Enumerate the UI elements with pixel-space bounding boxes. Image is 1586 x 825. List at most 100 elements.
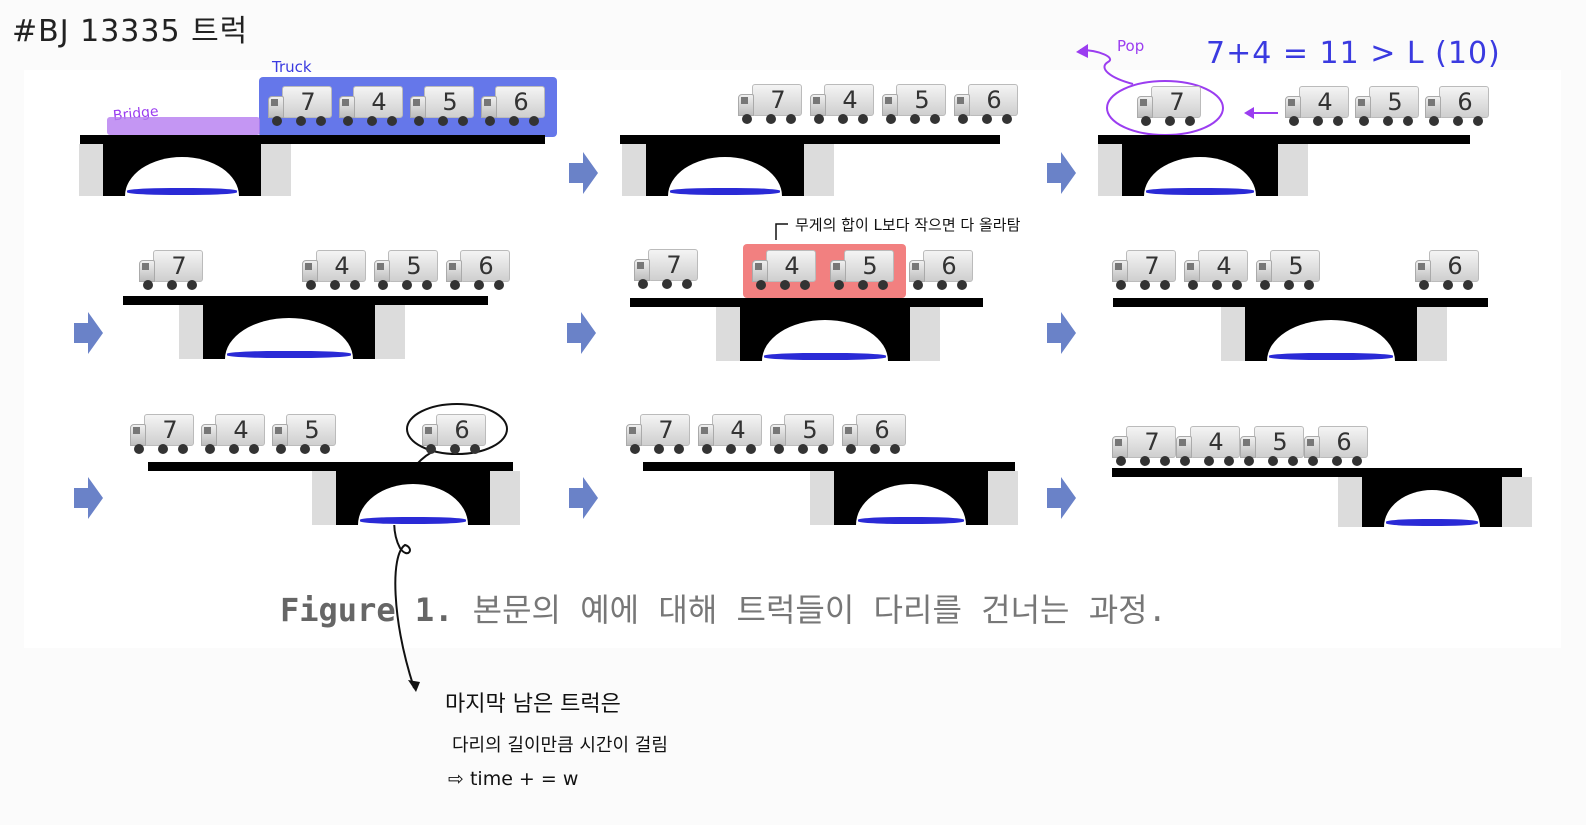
truck-body	[648, 249, 698, 281]
truck: 7	[736, 84, 804, 128]
truck: 7	[1110, 426, 1178, 470]
flow-arrow	[567, 475, 599, 521]
truck-wheel	[774, 444, 784, 454]
truck-wheel	[870, 444, 880, 454]
bridge-pier	[179, 305, 203, 359]
truck-wheel	[982, 114, 992, 124]
truck-window	[275, 427, 282, 434]
truck: 4	[1182, 250, 1250, 294]
truck: 6	[907, 250, 975, 294]
truck-window	[484, 99, 491, 106]
truck-wheel	[702, 444, 712, 454]
bridge-pier	[622, 144, 646, 196]
figure-caption: Figure 1. 본문의 예에 대해 트럭들이 다리를 건너는 과정.	[280, 585, 1167, 631]
truck-wheel	[330, 280, 340, 290]
truck-window	[637, 262, 644, 269]
formula-label: 7+4 = 11 > L (10)	[1206, 36, 1501, 71]
truck-weight: 5	[442, 88, 458, 116]
truck-wheel	[913, 280, 923, 290]
truck-wheel	[630, 444, 640, 454]
truck-wheel	[296, 116, 306, 126]
truck-wheel	[814, 114, 824, 124]
truck-body	[436, 414, 486, 446]
truck-wheel	[937, 280, 947, 290]
truck-wheel	[1204, 456, 1214, 466]
truck-weight: 5	[406, 252, 422, 280]
truck-wheel	[1429, 116, 1439, 126]
truck-wheel	[756, 280, 766, 290]
truck-wheel	[378, 280, 388, 290]
truck-wheel	[890, 444, 900, 454]
bridge-pier	[1278, 144, 1308, 196]
truck-wheel	[818, 444, 828, 454]
bridge-highlight	[107, 117, 260, 135]
truck-weight: 6	[478, 252, 494, 280]
truck-weight: 6	[513, 88, 529, 116]
bridge-pier	[988, 471, 1018, 525]
truck-wheel	[485, 116, 495, 126]
truck-wheel	[1244, 456, 1254, 466]
flow-arrow-shape	[569, 477, 598, 519]
truck-window	[833, 263, 840, 270]
truck-wheel	[1212, 280, 1222, 290]
truck-wheel	[1160, 456, 1170, 466]
last-truck-note-3: ⇨ time + = w	[448, 768, 579, 790]
truck-body	[784, 414, 834, 446]
truck: 4	[1174, 426, 1242, 470]
truck-wheel	[474, 280, 484, 290]
flow-arrow-shape	[1047, 152, 1076, 194]
truck-wheel	[654, 444, 664, 454]
bridge-deck	[123, 296, 488, 305]
truck: 5	[1254, 250, 1322, 294]
truck: 4	[696, 414, 764, 458]
truck-weight: 4	[371, 88, 387, 116]
truck-weight: 4	[784, 252, 800, 280]
water	[764, 353, 886, 360]
truck-window	[1288, 99, 1295, 106]
sum-note: 무게의 합이 L보다 작으면 다 올라탐	[795, 216, 1021, 234]
truck-wheel	[1188, 280, 1198, 290]
flow-arrow-shape	[567, 312, 596, 354]
truck-window	[342, 99, 349, 106]
truck: 6	[952, 84, 1020, 128]
truck-body	[640, 414, 690, 446]
bridge-pier	[490, 471, 520, 525]
flow-arrow	[72, 475, 104, 521]
flow-arrow-shape	[74, 312, 103, 354]
truck: 5	[880, 84, 948, 128]
truck-body	[1439, 86, 1489, 118]
truck-window	[1243, 439, 1250, 446]
truck-window	[1428, 99, 1435, 106]
truck-window	[142, 263, 149, 270]
truck-window	[1140, 99, 1147, 106]
truck-wheel	[726, 444, 736, 454]
truck-body	[282, 86, 332, 118]
truck-wheel	[780, 280, 790, 290]
truck-wheel	[1419, 280, 1429, 290]
truck-wheel	[1473, 116, 1483, 126]
bridge-pier	[910, 307, 940, 361]
truck-wheel	[343, 116, 353, 126]
bridge-pier	[804, 144, 834, 196]
truck: 7	[1135, 86, 1203, 130]
truck-wheel	[1268, 456, 1278, 466]
truck: 7	[1110, 250, 1178, 294]
last-truck-arrowhead	[408, 680, 420, 692]
last-truck-note-2: 다리의 길이만큼 시간이 걸림	[452, 735, 668, 756]
truck-wheel	[1308, 456, 1318, 466]
flow-arrow-shape	[1047, 312, 1076, 354]
truck: 7	[632, 249, 700, 293]
truck-wheel	[886, 114, 896, 124]
truck-window	[957, 97, 964, 104]
water	[670, 188, 780, 195]
truck: 6	[420, 414, 488, 458]
truck-body	[1299, 86, 1349, 118]
truck-wheel	[682, 279, 692, 289]
truck: 7	[128, 414, 196, 458]
truck-wheel	[1002, 114, 1012, 124]
truck-weight: 4	[1317, 88, 1333, 116]
truck-wheel	[470, 444, 480, 454]
truck-wheel	[1284, 280, 1294, 290]
truck-wheel	[450, 444, 460, 454]
flow-arrow-shape	[1047, 477, 1076, 519]
